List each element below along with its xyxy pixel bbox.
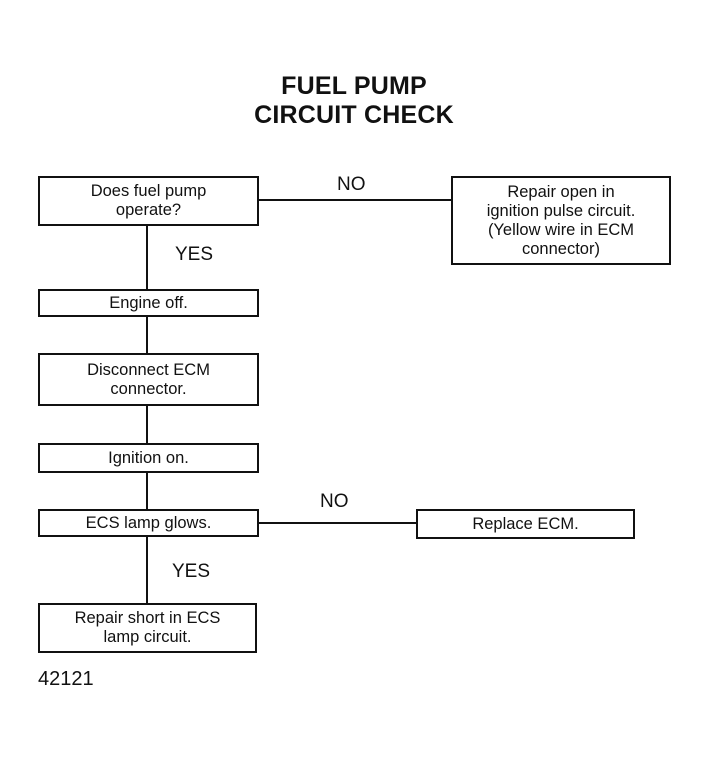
node-text: Repair open in ignition pulse circuit. (…	[486, 182, 636, 258]
node-text: Ignition on.	[108, 448, 189, 467]
connector-disconnect-to-ignition	[146, 405, 148, 444]
connector-ignition-to-ecs	[146, 472, 148, 510]
node-text: Disconnect ECM connector.	[87, 360, 210, 398]
title-line-1: FUEL PUMP	[281, 72, 427, 100]
node-ecs-lamp-glows: ECS lamp glows.	[38, 509, 259, 537]
node-does-fuel-pump-operate: Does fuel pump operate?	[38, 176, 259, 226]
node-ignition-on: Ignition on.	[38, 443, 259, 473]
node-text: Does fuel pump operate?	[90, 182, 207, 219]
node-engine-off: Engine off.	[38, 289, 259, 317]
title-line-2: CIRCUIT CHECK	[254, 101, 454, 129]
connector-pump-to-engine-off	[146, 225, 148, 290]
node-text: ECS lamp glows.	[85, 513, 212, 532]
node-text: Replace ECM.	[472, 514, 579, 533]
diagram-title: FUEL PUMP CIRCUIT CHECK	[0, 72, 708, 130]
edge-label-pump-no: NO	[337, 174, 366, 195]
figure-code: 42121	[38, 668, 94, 690]
node-disconnect-ecm-connector: Disconnect ECM connector.	[38, 353, 259, 406]
node-repair-open-circuit: Repair open in ignition pulse circuit. (…	[451, 176, 671, 265]
node-repair-short-ecs-lamp: Repair short in ECS lamp circuit.	[38, 603, 257, 653]
edge-label-ecs-no: NO	[320, 491, 349, 512]
node-text: Engine off.	[109, 293, 188, 312]
connector-pump-to-repair-open	[258, 199, 452, 201]
connector-engine-off-to-disconnect	[146, 316, 148, 354]
edge-label-pump-yes: YES	[175, 244, 214, 265]
node-replace-ecm: Replace ECM.	[416, 509, 635, 539]
connector-ecs-to-repair-short	[146, 536, 148, 604]
connector-ecs-to-replace-ecm	[258, 522, 417, 524]
node-text: Repair short in ECS lamp circuit.	[74, 609, 221, 646]
edge-label-ecs-yes: YES	[172, 561, 211, 582]
